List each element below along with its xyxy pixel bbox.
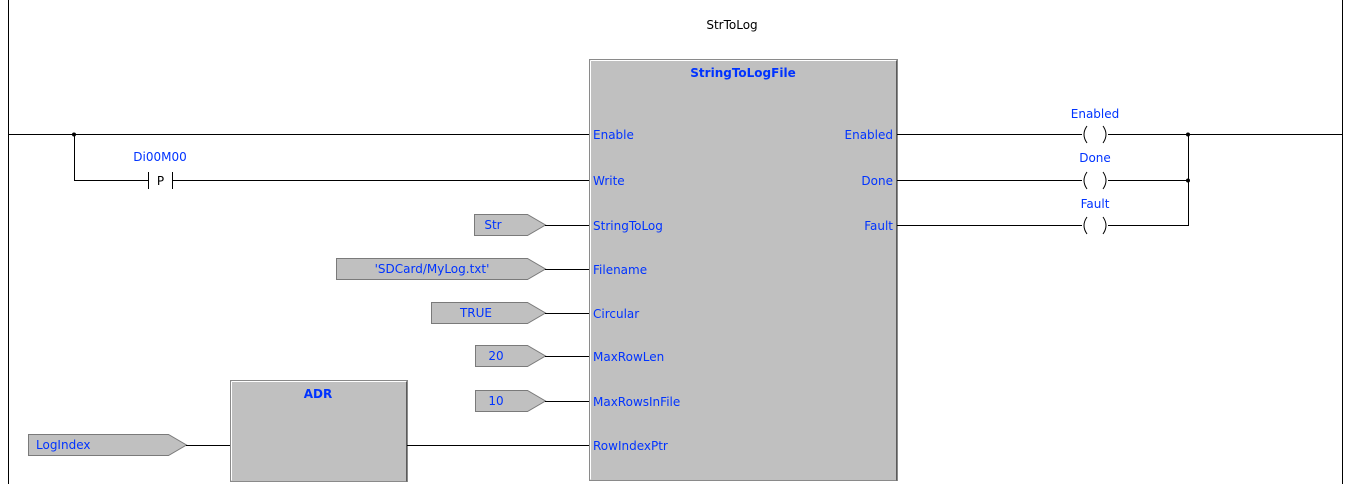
positive-edge-contact[interactable]: P [148,172,173,189]
input-max-rows-in-file[interactable]: 10 [475,390,547,412]
coil-fault[interactable] [1083,216,1107,235]
input-str-label: Str [484,218,501,232]
block-type-label: StringToLogFile [690,66,795,80]
contact-variable[interactable]: Di00M00 [133,150,186,164]
pin-enable[interactable]: Enable [593,128,634,142]
pin-max-rows-in-file[interactable]: MaxRowsInFile [593,395,680,409]
pin-string-to-log[interactable]: StringToLog [593,219,663,233]
string-to-log-file-block[interactable]: StringToLogFile Enable Write StringToLog… [589,59,898,481]
adr-block[interactable]: ADR [230,380,408,482]
pin-fault[interactable]: Fault [864,219,893,233]
coil-done[interactable] [1083,171,1107,190]
instance-name[interactable]: StrToLog [706,18,757,32]
pin-max-row-len[interactable]: MaxRowLen [593,350,664,364]
input-str[interactable]: Str [474,214,547,236]
pin-enabled[interactable]: Enabled [845,128,894,142]
input-filename[interactable]: 'SDCard/MyLog.txt' [336,258,547,280]
coil-done-label[interactable]: Done [1079,151,1111,165]
junction-right-dot-mid [1186,178,1190,183]
pin-circular[interactable]: Circular [593,307,639,321]
input-circular[interactable]: TRUE [431,302,547,324]
input-max-rows-in-file-label: 10 [488,394,503,408]
coil-enabled[interactable] [1083,125,1107,144]
coil-enabled-label[interactable]: Enabled [1071,107,1120,121]
input-filename-label: 'SDCard/MyLog.txt' [375,262,490,276]
input-max-row-len-label: 20 [488,349,503,363]
input-log-index[interactable]: LogIndex [28,434,188,456]
pin-done[interactable]: Done [861,174,893,188]
input-log-index-label: LogIndex [36,438,90,452]
junction-right-dot-top [1186,132,1190,137]
pin-filename[interactable]: Filename [593,263,647,277]
adr-block-label: ADR [304,387,333,401]
input-max-row-len[interactable]: 20 [475,345,547,367]
pin-row-index-ptr[interactable]: RowIndexPtr [593,439,668,453]
contact-symbol: P [157,174,164,188]
pin-write[interactable]: Write [593,174,625,188]
input-circular-label: TRUE [459,306,492,320]
coil-fault-label[interactable]: Fault [1081,197,1110,211]
